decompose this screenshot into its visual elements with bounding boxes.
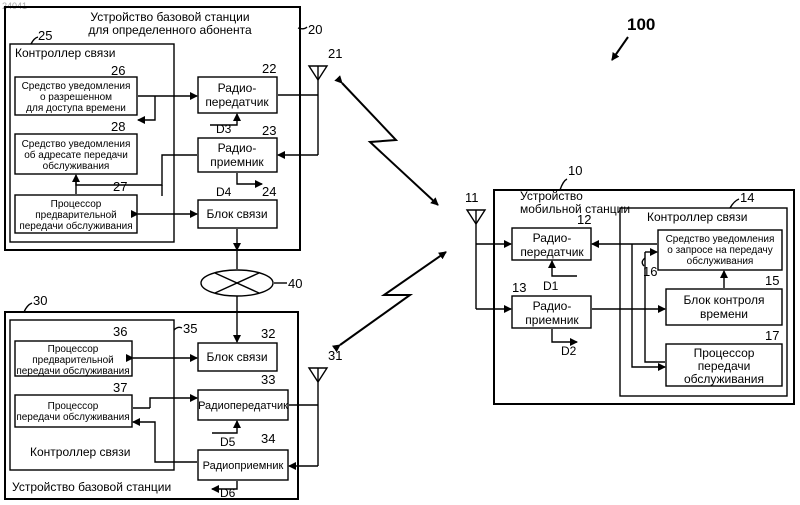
radio-link-bottom <box>340 252 446 345</box>
bs-top-title-1: Устройство базовой станции <box>90 10 249 24</box>
svg-text:14: 14 <box>740 190 754 205</box>
svg-text:о запросе на передачу: о запросе на передачу <box>667 245 773 256</box>
svg-text:передатчик: передатчик <box>205 95 269 109</box>
svg-text:D3: D3 <box>216 122 232 136</box>
svg-text:D2: D2 <box>561 344 577 358</box>
svg-text:времени: времени <box>700 307 748 321</box>
svg-text:Процессор: Процессор <box>48 344 99 355</box>
svg-text:предварительной: предварительной <box>35 210 116 221</box>
svg-text:Блок связи: Блок связи <box>206 350 267 364</box>
svg-text:27: 27 <box>113 179 127 194</box>
svg-text:31: 31 <box>328 348 342 363</box>
figure-number-pointer <box>612 37 628 60</box>
mobile-device: 10 Устройство мобильной станции 11 Радио… <box>465 163 794 404</box>
svg-text:30: 30 <box>33 293 47 308</box>
svg-text:32: 32 <box>261 326 275 341</box>
svg-text:15: 15 <box>765 273 779 288</box>
svg-text:обслуживания: обслуживания <box>684 372 764 386</box>
svg-text:Средство уведомления: Средство уведомления <box>22 139 131 150</box>
svg-text:11: 11 <box>465 190 479 205</box>
bs-top-device: Устройство базовой станции для определен… <box>5 7 342 250</box>
svg-text:мобильной станции: мобильной станции <box>520 202 630 216</box>
svg-text:Радио-: Радио- <box>533 299 572 313</box>
svg-text:Средство уведомления: Средство уведомления <box>666 234 775 245</box>
svg-text:Блок контроля: Блок контроля <box>684 293 765 307</box>
svg-text:Контроллер связи: Контроллер связи <box>647 210 748 224</box>
svg-text:передачи обслуживания: передачи обслуживания <box>19 220 132 232</box>
svg-text:Радиопередатчик: Радиопередатчик <box>198 400 288 412</box>
svg-text:24: 24 <box>262 184 276 199</box>
svg-text:D4: D4 <box>216 185 232 199</box>
svg-text:23: 23 <box>262 123 276 138</box>
svg-text:об адресате передачи: об адресате передачи <box>24 149 128 161</box>
bs-bottom-device: 30 Устройство базовой станции Контроллер… <box>5 293 342 500</box>
network-40: 40 <box>201 250 302 342</box>
svg-text:Радио-: Радио- <box>218 141 257 155</box>
svg-text:Средство уведомления: Средство уведомления <box>22 81 131 92</box>
bs-bottom-title: Устройство базовой станции <box>12 480 171 494</box>
svg-text:17: 17 <box>765 328 779 343</box>
svg-text:передачи обслуживания: передачи обслуживания <box>16 365 129 377</box>
svg-text:Процессор: Процессор <box>694 346 755 360</box>
svg-text:21: 21 <box>328 46 342 61</box>
svg-text:33: 33 <box>261 372 275 387</box>
svg-text:передатчик: передатчик <box>520 245 584 259</box>
svg-text:Контроллер связи: Контроллер связи <box>30 445 131 459</box>
svg-text:36: 36 <box>113 324 127 339</box>
svg-text:22: 22 <box>262 61 276 76</box>
svg-text:40: 40 <box>288 276 302 291</box>
svg-text:приемник: приемник <box>210 155 264 169</box>
svg-text:Радио-: Радио- <box>218 81 257 95</box>
svg-text:37: 37 <box>113 380 127 395</box>
svg-text:26: 26 <box>111 63 125 78</box>
svg-text:Радио-: Радио- <box>533 231 572 245</box>
bs-top-ref: 20 <box>308 22 322 37</box>
svg-text:34: 34 <box>261 431 275 446</box>
svg-text:35: 35 <box>183 321 197 336</box>
bs-top-controller-ref: 25 <box>38 28 52 43</box>
radio-link-top <box>342 83 438 205</box>
svg-text:Радиоприемник: Радиоприемник <box>203 460 284 472</box>
svg-text:28: 28 <box>111 119 125 134</box>
svg-text:Устройство: Устройство <box>520 189 583 203</box>
svg-text:13: 13 <box>512 280 526 295</box>
svg-text:D5: D5 <box>220 435 236 449</box>
svg-text:Процессор: Процессор <box>51 199 102 210</box>
svg-text:о разрешенном: о разрешенном <box>40 92 112 103</box>
svg-text:обслуживания: обслуживания <box>687 255 754 267</box>
svg-text:D1: D1 <box>543 279 559 293</box>
svg-text:передачи обслуживания: передачи обслуживания <box>16 411 129 423</box>
svg-text:передачи: передачи <box>698 359 751 373</box>
svg-text:Процессор: Процессор <box>48 401 99 412</box>
svg-text:предварительной: предварительной <box>32 355 113 366</box>
svg-text:10: 10 <box>568 163 582 178</box>
svg-text:обслуживания: обслуживания <box>43 160 110 172</box>
svg-text:для доступа времени: для доступа времени <box>26 103 126 114</box>
figure-number: 100 <box>627 15 655 34</box>
bs-top-controller-label: Контроллер связи <box>15 46 116 60</box>
svg-text:D6: D6 <box>220 486 236 500</box>
svg-text:12: 12 <box>577 212 591 227</box>
svg-text:Блок связи: Блок связи <box>206 207 267 221</box>
bs-top-title-2: для определенного абонента <box>88 23 252 37</box>
svg-text:приемник: приемник <box>525 313 579 327</box>
